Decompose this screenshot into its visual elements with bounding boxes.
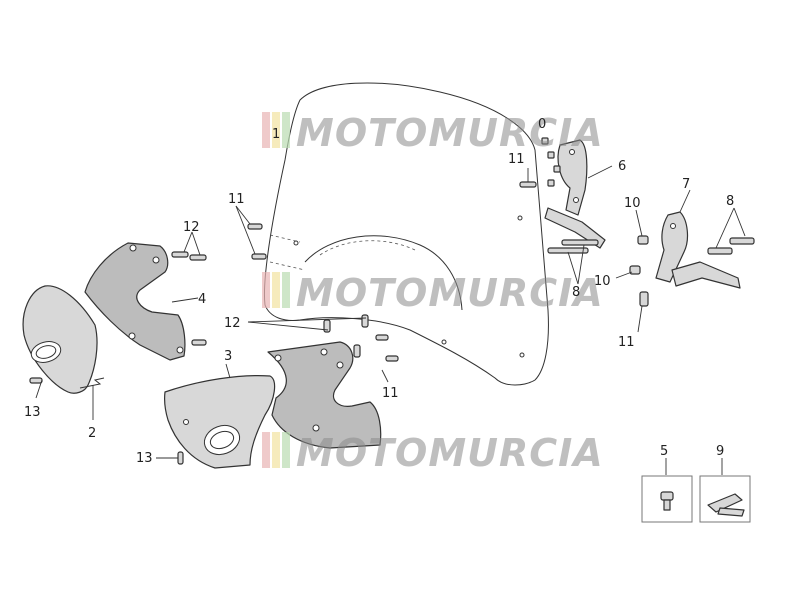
label-6: 6: [618, 159, 626, 174]
watermark-middle: MOTOMURCIA: [262, 271, 604, 315]
part-labels: 1 2 3 4 5 6 7 8 8 9 10 10 0 11 11 11 11 …: [24, 117, 734, 466]
watermark-top: MOTOMURCIA: [262, 111, 604, 155]
left-inner-panel-part-4: [84, 242, 186, 361]
label-8a: 8: [572, 285, 580, 300]
label-11c: 11: [382, 386, 399, 401]
label-5: 5: [660, 444, 668, 459]
kit-box-part-9: [699, 475, 751, 523]
label-7: 7: [682, 177, 690, 192]
windshield-part-1: [264, 82, 549, 386]
label-13b: 13: [136, 451, 153, 466]
label-4: 4: [198, 292, 206, 307]
right-inner-panel: [267, 341, 382, 449]
label-9: 9: [716, 444, 724, 459]
watermark-text: MOTOMURCIA: [296, 111, 604, 155]
leader-lines: [35, 165, 746, 475]
label-10c: 0: [538, 117, 546, 132]
kit-box-part-5: [641, 475, 693, 523]
label-8b: 8: [726, 194, 734, 209]
right-bracket-part-7: [655, 211, 741, 289]
label-3: 3: [224, 349, 232, 364]
label-12b: 12: [224, 316, 241, 331]
label-2: 2: [88, 426, 96, 441]
label-13a: 13: [24, 405, 41, 420]
label-12a: 12: [183, 220, 200, 235]
left-outer-fairing-part-2: [22, 285, 105, 394]
label-10a: 10: [624, 196, 641, 211]
watermark-text: MOTOMURCIA: [296, 431, 604, 475]
upper-bracket-part-6: [544, 139, 606, 249]
label-11b: 11: [228, 192, 245, 207]
watermark-text: MOTOMURCIA: [296, 271, 604, 315]
right-outer-fairing-part-3: [164, 375, 276, 469]
label-10b: 10: [594, 274, 611, 289]
label-1: 1: [272, 127, 280, 142]
label-11a: 11: [508, 152, 525, 167]
label-11d: 11: [618, 335, 635, 350]
watermark-bottom: MOTOMURCIA: [262, 431, 604, 475]
